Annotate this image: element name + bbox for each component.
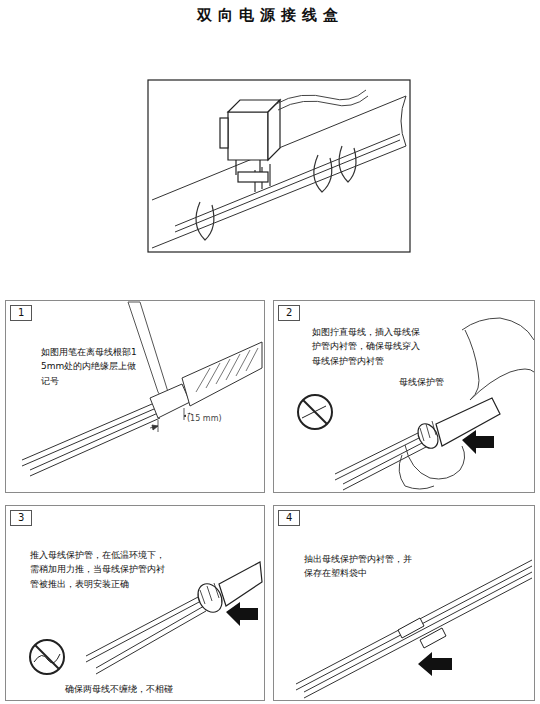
power-wire bbox=[278, 96, 368, 110]
step-instruction: 如图用笔在离母线根部15mm处的内绝缘层上做记号 bbox=[41, 345, 137, 388]
bus-wire bbox=[96, 606, 204, 668]
hand-outline bbox=[465, 330, 479, 400]
bus-wire bbox=[22, 409, 154, 466]
power-wire bbox=[276, 90, 368, 110]
warning-note: 确保两母线不缠绕，不相碰 bbox=[64, 684, 174, 694]
cable-jacket bbox=[182, 342, 262, 406]
step-number: 2 bbox=[278, 305, 300, 321]
prohibit-symbol bbox=[298, 395, 332, 429]
push-arrow bbox=[462, 430, 494, 454]
heating-pipe bbox=[152, 96, 406, 248]
bus-wire bbox=[296, 560, 532, 698]
step-instruction: 抽出母线保护管内衬管，并保存在塑料袋中 bbox=[304, 552, 420, 581]
bus-wire bbox=[343, 447, 426, 490]
hand-outline bbox=[462, 318, 534, 340]
cable-jacket bbox=[182, 342, 262, 406]
overview-frame bbox=[148, 80, 410, 252]
push-arrow bbox=[226, 602, 258, 626]
heating-cable bbox=[175, 134, 400, 232]
dimension-mark bbox=[184, 408, 185, 420]
callout-number: 2 bbox=[286, 307, 292, 318]
dimension-label: (15 mm) bbox=[186, 414, 223, 424]
prohibit-symbol bbox=[35, 645, 59, 669]
heating-cable bbox=[175, 134, 400, 226]
pull-arrow bbox=[418, 652, 452, 676]
dimension-mark bbox=[152, 425, 158, 430]
step-panel: 推入母线保护管，在低温环境下，需稍加用力推，当母线保护管内衬管被推出，表明安装正… bbox=[5, 505, 265, 701]
junction-box bbox=[220, 118, 228, 148]
bus-wire bbox=[22, 404, 160, 476]
liner-tube bbox=[398, 618, 424, 638]
push-arrow bbox=[462, 430, 494, 454]
step-number: 4 bbox=[278, 510, 300, 526]
cable-strap bbox=[339, 146, 356, 182]
heating-pipe bbox=[401, 96, 406, 146]
cable-jacket bbox=[196, 348, 258, 392]
step-number: 1 bbox=[10, 305, 32, 321]
callout-number: 1 bbox=[18, 307, 24, 318]
bus-wire bbox=[96, 611, 206, 674]
hand-outline bbox=[470, 369, 534, 400]
prohibit-symbol bbox=[302, 406, 326, 418]
bus-wire bbox=[335, 437, 421, 480]
prohibit-symbol bbox=[30, 640, 64, 674]
bus-wire bbox=[86, 601, 201, 662]
prohibit-symbol bbox=[30, 640, 64, 674]
protection-tube bbox=[200, 583, 219, 604]
protection-tube bbox=[219, 562, 262, 606]
step-instruction: 如图拧直母线，插入母线保护管内衬管，确保母线穿入母线保护管内衬管 bbox=[312, 325, 426, 368]
step-instruction: 推入母线保护管，在低温环境下，需稍加用力推，当母线保护管内衬管被推出，表明安装正… bbox=[30, 548, 170, 591]
step-panel: 如图用笔在离母线根部15mm处的内绝缘层上做记号 1 bbox=[5, 300, 265, 493]
step-panel: 如图拧直母线，插入母线保护管内衬管，确保母线穿入母线保护管内衬管 2 bbox=[273, 300, 535, 493]
heating-pipe bbox=[152, 96, 406, 200]
cable-strap bbox=[196, 202, 214, 240]
prohibit-symbol bbox=[34, 654, 60, 663]
heating-pipe bbox=[152, 146, 406, 248]
cable-strap bbox=[314, 155, 332, 192]
callout-number: 4 bbox=[286, 512, 292, 523]
step-panel: 抽出母线保护管内衬管，并保存在塑料袋中 4 bbox=[273, 505, 535, 701]
junction-box bbox=[238, 172, 268, 182]
diagram-title: 双向电源接线盒 bbox=[0, 6, 540, 25]
bus-wire bbox=[22, 404, 152, 460]
hand-outline bbox=[405, 445, 465, 479]
callout-number: 3 bbox=[18, 512, 24, 523]
prohibit-symbol bbox=[298, 395, 332, 429]
heating-cable bbox=[175, 140, 400, 232]
junction-box bbox=[235, 160, 236, 175]
protection-tube bbox=[420, 421, 436, 441]
bus-wire bbox=[304, 572, 532, 692]
bus-wire bbox=[30, 413, 158, 470]
bus-wire bbox=[296, 560, 532, 684]
push-arrow bbox=[226, 602, 258, 626]
cable-strap bbox=[196, 146, 356, 240]
bus-wire bbox=[296, 566, 532, 690]
hand-outline bbox=[399, 455, 434, 489]
bus-wire bbox=[30, 418, 160, 476]
liner-tube bbox=[398, 618, 446, 648]
pull-arrow bbox=[418, 652, 452, 676]
bus-wire bbox=[335, 432, 426, 490]
junction-box bbox=[259, 160, 260, 172]
part-label: 母线保护管 bbox=[398, 377, 445, 388]
junction-box bbox=[268, 100, 280, 160]
step-number: 3 bbox=[10, 510, 32, 526]
overview-frame bbox=[148, 80, 410, 252]
liner-tube bbox=[420, 628, 446, 648]
bus-wire bbox=[304, 578, 532, 698]
prohibit-symbol bbox=[303, 400, 327, 424]
junction-box bbox=[220, 100, 280, 182]
junction-box bbox=[228, 112, 268, 160]
bus-wire bbox=[86, 596, 206, 674]
